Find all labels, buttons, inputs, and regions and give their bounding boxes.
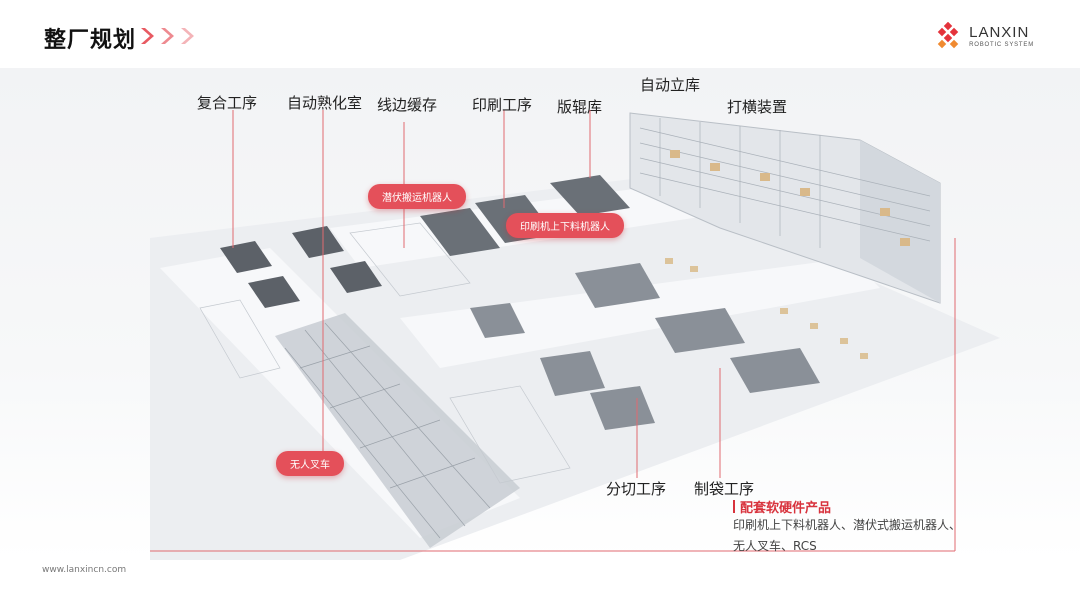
zone-label-curing-room: 自动熟化室 — [287, 94, 363, 112]
zone-label-line-buffer: 线边缓存 — [377, 96, 438, 114]
auto-warehouse-rack — [629, 112, 941, 304]
zone-label-auto-warehouse: 自动立库 — [640, 76, 701, 94]
factory-layout-stage: 复合工序 自动熟化室 线边缓存 印刷工序 版辊库 自动立库 打横装置 分切工序 … — [0, 68, 1080, 560]
zone-label-composite: 复合工序 — [197, 94, 258, 112]
logo-name: LANXIN — [969, 23, 1030, 41]
company-logo: LANXIN ROBOTIC SYSTEM — [935, 22, 1034, 50]
info-accent-bar — [733, 500, 735, 513]
zone-label-strapping: 打横装置 — [727, 98, 788, 116]
title-chevrons — [138, 26, 196, 46]
footer-url: www.lanxincn.com — [42, 565, 127, 575]
chevron-right-icon — [161, 28, 174, 44]
logo-subtitle: ROBOTIC SYSTEM — [969, 41, 1034, 48]
lanxin-logo-icon — [937, 22, 959, 49]
factory-isometric-illustration — [150, 110, 1000, 560]
pill-latent-robot: 潜伏搬运机器人 — [368, 184, 466, 209]
info-body: 印刷机上下料机器人、潜伏式搬运机器人、无人叉车、RCS — [733, 518, 962, 553]
chevron-right-icon — [181, 28, 194, 44]
zone-label-slitting: 分切工序 — [606, 480, 667, 498]
zone-label-bag-making: 制袋工序 — [694, 480, 755, 498]
info-title: 配套软硬件产品 — [733, 497, 831, 516]
pill-unmanned-forklift: 无人叉车 — [276, 451, 344, 476]
info-title-text: 配套软硬件产品 — [740, 501, 832, 516]
pill-press-loader-robot: 印刷机上下料机器人 — [506, 213, 624, 238]
curing-room-structure — [275, 313, 520, 548]
chevron-right-icon — [141, 28, 154, 44]
slide-title: 整厂规划 — [44, 28, 137, 53]
zone-label-roller-store: 版辊库 — [557, 98, 603, 116]
zone-label-printing: 印刷工序 — [472, 96, 533, 114]
